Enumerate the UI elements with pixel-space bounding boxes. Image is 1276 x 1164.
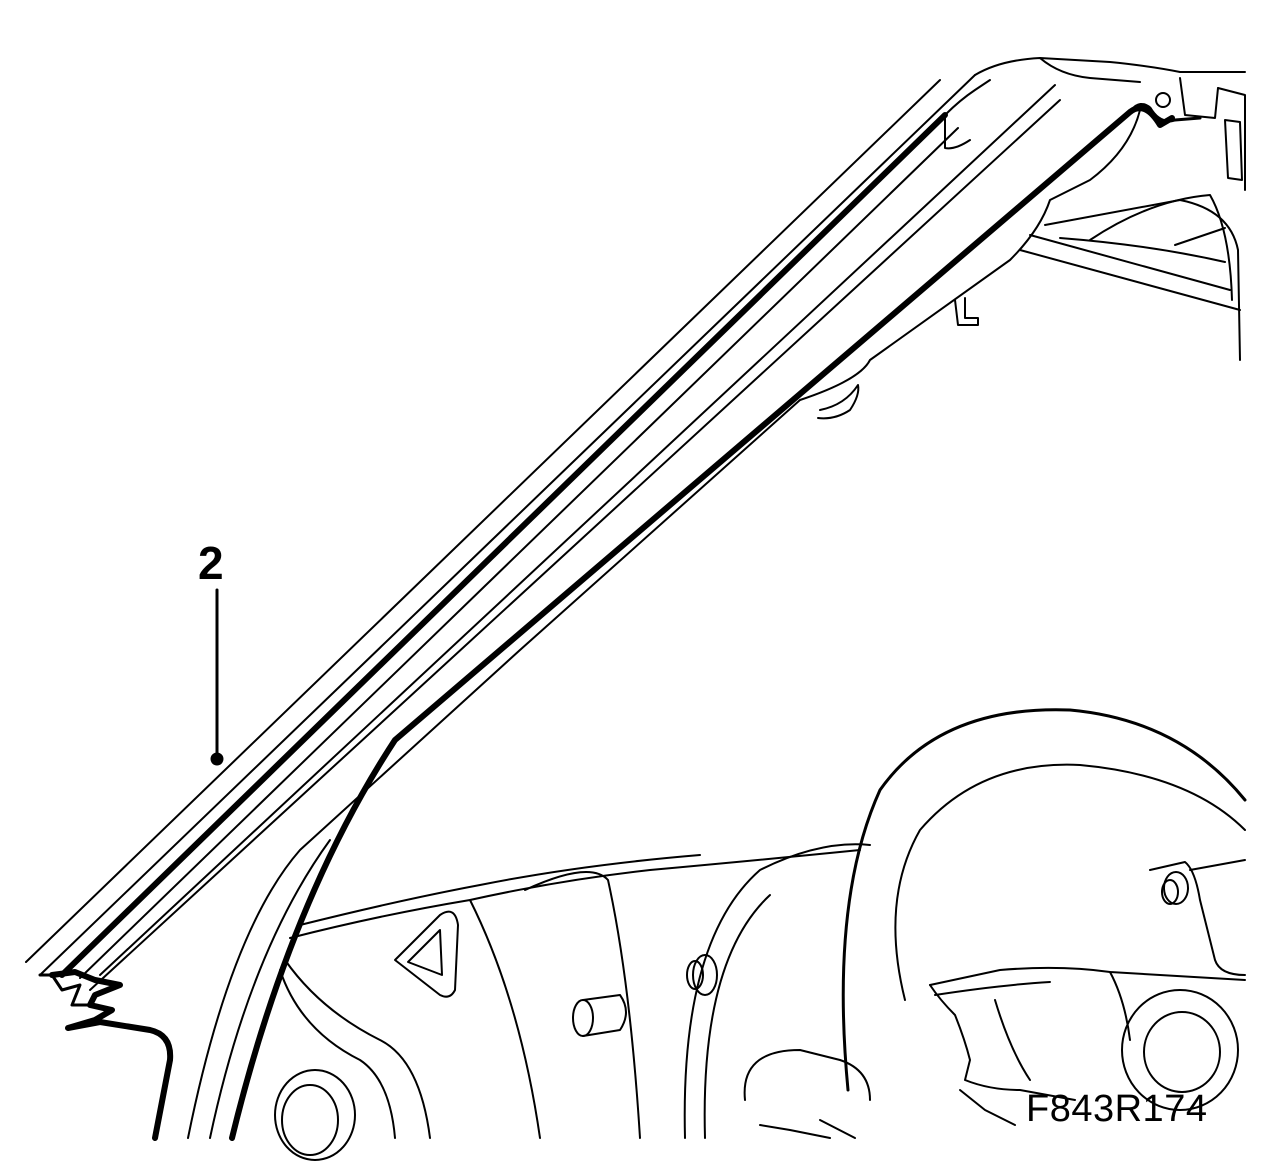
dashboard: [274, 843, 871, 1161]
steering-wheel: [841, 708, 1247, 1126]
figure-code-label: F843R174: [1026, 1088, 1208, 1130]
callout-leader: [210, 588, 224, 766]
a-pillar: [25, 57, 1246, 1141]
roof-header: [817, 194, 1241, 420]
lower-left-body: [38, 969, 174, 1141]
callout-number-2: 2: [198, 537, 224, 589]
